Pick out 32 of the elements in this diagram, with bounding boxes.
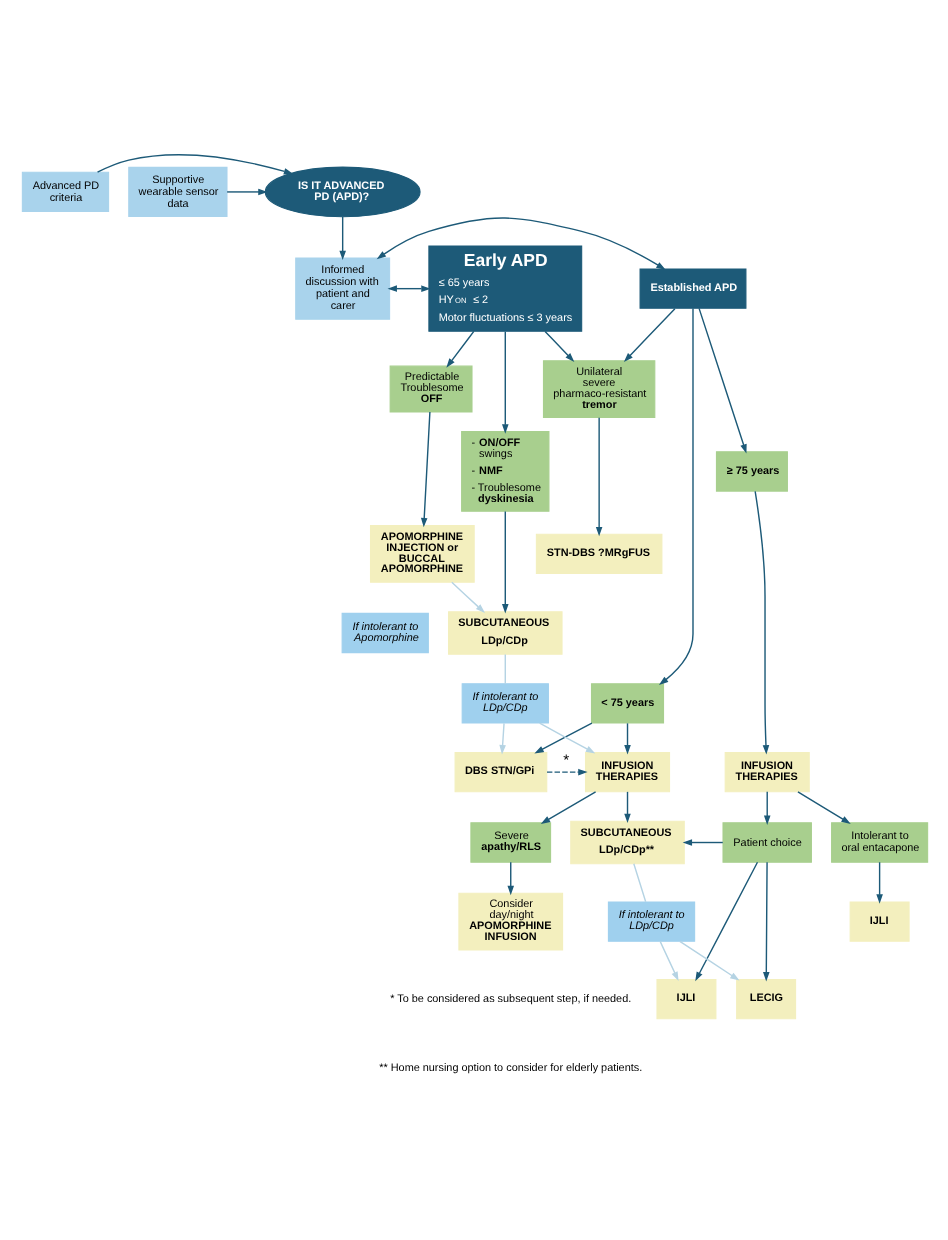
arrow (95, 153, 293, 174)
arrow (506, 860, 514, 895)
arrow (338, 215, 345, 260)
arrow (622, 306, 675, 362)
arrow (753, 489, 769, 754)
arrow (445, 329, 474, 367)
arrow (419, 410, 430, 527)
arrow (386, 284, 430, 291)
arrow (762, 790, 770, 824)
arrow (543, 329, 574, 362)
arrow (539, 790, 596, 823)
arrow (501, 509, 508, 613)
arrow (594, 416, 602, 536)
arrow (623, 790, 630, 823)
arrow (501, 329, 508, 433)
connector (503, 652, 505, 684)
arrow (762, 860, 769, 981)
arrow (450, 580, 485, 613)
arrow (697, 306, 746, 453)
arrow (657, 306, 693, 684)
arrow (694, 860, 758, 981)
arrow (545, 767, 587, 775)
connector (632, 862, 646, 902)
arrow (623, 721, 630, 754)
arrow (875, 860, 882, 903)
arrow (498, 721, 505, 754)
arrow (375, 216, 665, 269)
arrow (796, 790, 850, 823)
arrow (681, 838, 723, 845)
arrow (658, 939, 678, 981)
arrow (225, 187, 267, 195)
arrow (678, 939, 739, 980)
